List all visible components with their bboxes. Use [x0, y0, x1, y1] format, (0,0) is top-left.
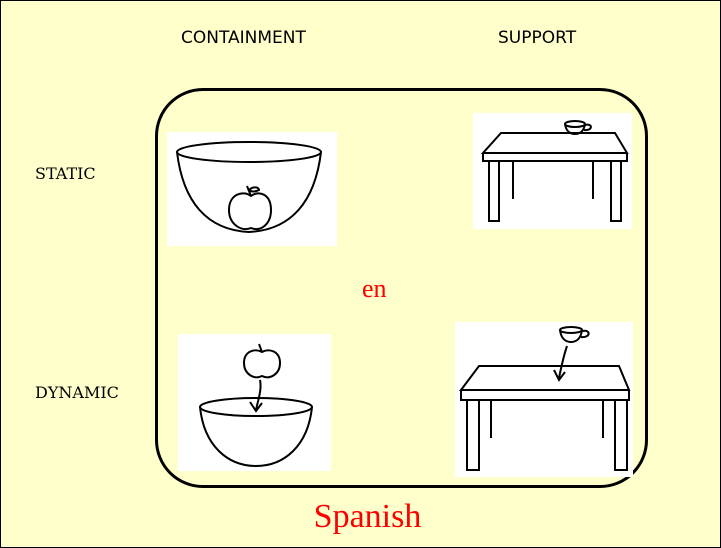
static-containment-picture: [167, 132, 337, 246]
arrow-down-icon: [249, 379, 263, 413]
dynamic-containment-picture: [178, 334, 331, 471]
static-support-picture: [473, 113, 632, 229]
language-label: Spanish: [313, 498, 422, 535]
cup-on-table-drawing: [480, 120, 629, 222]
dynamic-support-picture: [455, 322, 633, 477]
cup-onto-table-drawing: [459, 326, 631, 471]
row-label-static: STATIC: [35, 164, 96, 183]
column-label-support: SUPPORT: [498, 28, 577, 48]
arrow-down-icon: [553, 345, 568, 382]
cup-icon: [559, 326, 590, 344]
table-icon: [480, 132, 629, 222]
column-label-containment: CONTAINMENT: [181, 28, 306, 48]
bowl-icon: [176, 141, 322, 234]
table-icon: [459, 365, 631, 471]
bowl-icon: [199, 397, 313, 468]
apple-into-bowl-drawing: [199, 343, 313, 468]
apple-icon: [227, 185, 273, 230]
apple-icon: [242, 343, 282, 379]
center-term: en: [362, 274, 387, 303]
bowl-with-apple-drawing: [176, 141, 322, 234]
category-boundary: [155, 88, 648, 488]
row-label-dynamic: DYNAMIC: [35, 383, 119, 402]
cup-icon: [564, 120, 592, 136]
